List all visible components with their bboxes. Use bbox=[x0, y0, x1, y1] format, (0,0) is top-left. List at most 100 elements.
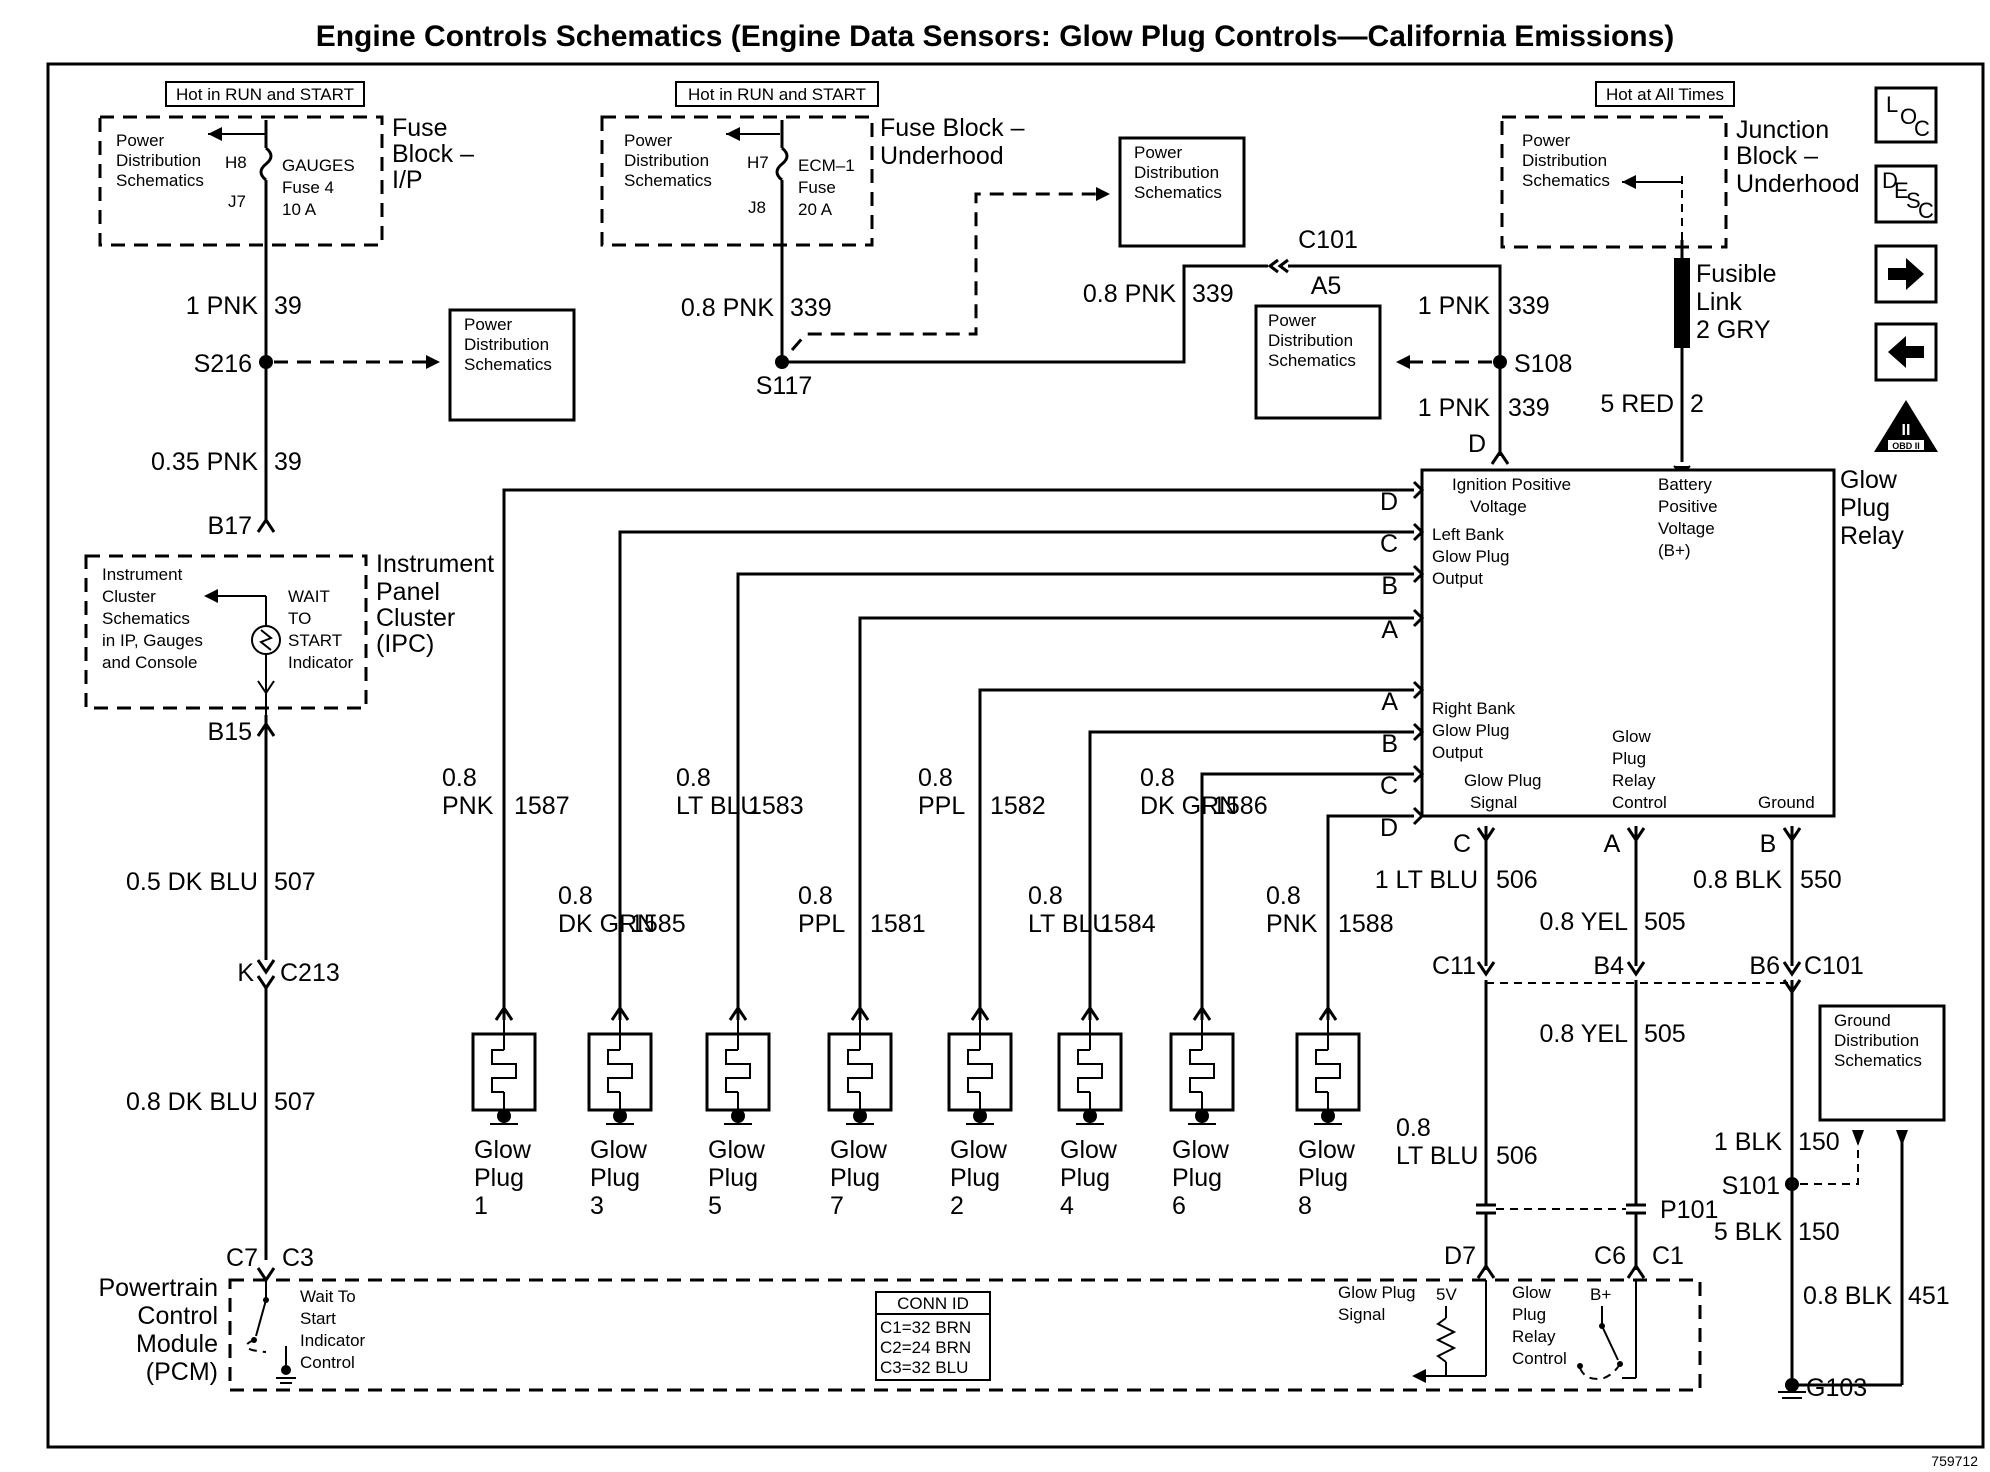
previous-page-button[interactable] bbox=[1874, 322, 1938, 382]
wire-339-a-label: 0.8 PNK 339 bbox=[681, 294, 832, 322]
hot-label-mid: Hot in RUN and START bbox=[675, 81, 879, 107]
splice-s108-label: S108 bbox=[1514, 350, 1572, 378]
power-dist-box-s216[interactable]: Power Distribution Schematics bbox=[448, 308, 576, 422]
svg-text:Indicator: Indicator bbox=[300, 1331, 366, 1350]
svg-text:Fuse: Fuse bbox=[392, 114, 448, 142]
svg-text:Distribution: Distribution bbox=[1134, 163, 1219, 182]
svg-text:Distribution: Distribution bbox=[1268, 331, 1353, 350]
connector-c213-label: C213 bbox=[280, 959, 340, 987]
svg-text:Hot in RUN and START: Hot in RUN and START bbox=[688, 85, 866, 104]
svg-text:CONN ID: CONN ID bbox=[897, 1294, 969, 1313]
connector-b17-label: B17 bbox=[208, 512, 252, 540]
loc-button[interactable]: L O C bbox=[1874, 86, 1938, 144]
circuit-39-507 bbox=[204, 120, 440, 1283]
svg-text:PNK: PNK bbox=[1266, 910, 1318, 938]
svg-text:Control: Control bbox=[300, 1353, 355, 1372]
power-dist-box-top[interactable]: Power Distribution Schematics bbox=[1118, 136, 1246, 248]
next-page-button[interactable] bbox=[1874, 244, 1938, 304]
svg-text:506: 506 bbox=[1496, 866, 1538, 894]
splice-s101-label: S101 bbox=[1722, 1172, 1780, 1200]
glow-plug-label: Plug bbox=[474, 1164, 524, 1192]
splice-s108-dot bbox=[1493, 355, 1507, 369]
svg-text:H7: H7 bbox=[747, 153, 769, 172]
svg-text:Block –: Block – bbox=[1736, 142, 1818, 170]
junction-block-underhood: Junction Block – Underhood Power Distrib… bbox=[1500, 115, 1860, 249]
svg-text:1 PNK: 1 PNK bbox=[186, 292, 259, 320]
svg-text:1582: 1582 bbox=[990, 792, 1046, 820]
connector-a5-label: A5 bbox=[1311, 272, 1342, 300]
plug-wire-7 bbox=[1192, 764, 1425, 1021]
svg-text:Output: Output bbox=[1432, 743, 1483, 762]
svg-text:Block –: Block – bbox=[392, 140, 474, 168]
svg-text:505: 505 bbox=[1644, 908, 1686, 936]
power-dist-box-s108[interactable]: Power Distribution Schematics bbox=[1254, 304, 1382, 420]
svg-text:ECM–1: ECM–1 bbox=[798, 156, 855, 175]
page-title: Engine Controls Schematics (Engine Data … bbox=[316, 20, 1675, 53]
plug-wire-6 bbox=[1080, 722, 1425, 1021]
svg-text:Junction: Junction bbox=[1736, 116, 1829, 144]
svg-text:Plug: Plug bbox=[1512, 1305, 1546, 1324]
wire-506-upper-label: 1 LT BLU 506 bbox=[1375, 866, 1538, 894]
splice-s101-dot bbox=[1785, 1177, 1799, 1191]
glow-plug-label: Glow bbox=[1172, 1136, 1230, 1164]
svg-text:Relay: Relay bbox=[1612, 771, 1656, 790]
svg-text:Powertrain: Powertrain bbox=[99, 1274, 219, 1302]
glow-plug-label: 8 bbox=[1298, 1192, 1312, 1220]
svg-text:5V: 5V bbox=[1436, 1285, 1457, 1304]
glow-plug-label: Plug bbox=[708, 1164, 758, 1192]
relay-pin-label: D bbox=[1380, 814, 1398, 842]
splice-s216-label: S216 bbox=[194, 350, 252, 378]
page-frame bbox=[46, 62, 1985, 1449]
svg-text:LT BLU: LT BLU bbox=[1396, 1142, 1478, 1170]
svg-text:Distribution: Distribution bbox=[116, 151, 201, 170]
svg-text:OBD II: OBD II bbox=[1892, 441, 1920, 451]
svg-text:Schematics: Schematics bbox=[1834, 1051, 1922, 1070]
svg-text:PPL: PPL bbox=[918, 792, 965, 820]
svg-text:S: S bbox=[1906, 188, 1921, 213]
svg-text:0.8 YEL: 0.8 YEL bbox=[1539, 1020, 1628, 1048]
svg-text:Right Bank: Right Bank bbox=[1432, 699, 1516, 718]
svg-text:Schematics: Schematics bbox=[102, 609, 190, 628]
desc-button[interactable]: D E S C bbox=[1874, 164, 1938, 224]
svg-text:Schematics: Schematics bbox=[624, 171, 712, 190]
glow-plug-label: Plug bbox=[1298, 1164, 1348, 1192]
svg-text:Control: Control bbox=[137, 1302, 218, 1330]
svg-text:5 BLK: 5 BLK bbox=[1714, 1218, 1782, 1246]
connector-c3-label: C3 bbox=[282, 1244, 314, 1272]
svg-text:II: II bbox=[1902, 422, 1911, 439]
svg-text:0.8 PNK: 0.8 PNK bbox=[1083, 280, 1176, 308]
ground-dist-box[interactable]: Ground Distribution Schematics bbox=[1818, 1004, 1946, 1122]
relay-pin-label: B bbox=[1381, 730, 1398, 758]
svg-text:Control: Control bbox=[1612, 793, 1667, 812]
svg-text:Glow: Glow bbox=[1612, 727, 1651, 746]
svg-text:Ground: Ground bbox=[1834, 1011, 1891, 1030]
wire-451-label: 0.8 BLK 451 bbox=[1803, 1282, 1950, 1310]
svg-text:39: 39 bbox=[274, 448, 302, 476]
svg-text:Schematics: Schematics bbox=[1522, 171, 1610, 190]
wire-339-d-label: 1 PNK 339 bbox=[1418, 394, 1550, 422]
svg-text:0.8: 0.8 bbox=[1028, 882, 1063, 910]
svg-text:507: 507 bbox=[274, 1088, 316, 1116]
svg-text:Glow Plug: Glow Plug bbox=[1432, 547, 1509, 566]
arrow-left-icon bbox=[1888, 336, 1924, 368]
svg-text:Schematics: Schematics bbox=[1268, 351, 1356, 370]
svg-text:1585: 1585 bbox=[630, 910, 686, 938]
relay-pin-label: C bbox=[1380, 530, 1398, 558]
glow-plug-label: 1 bbox=[474, 1192, 488, 1220]
svg-text:Fuse: Fuse bbox=[798, 178, 836, 197]
fusible-link: Fusible Link 2 GRY 5 RED 2 bbox=[1600, 240, 1777, 476]
obd-ii-button[interactable]: OBD II II bbox=[1874, 400, 1938, 452]
connector-p101-label: P101 bbox=[1660, 1196, 1718, 1224]
svg-text:Battery: Battery bbox=[1658, 475, 1712, 494]
svg-text:0.8: 0.8 bbox=[1396, 1114, 1431, 1142]
svg-text:C: C bbox=[1918, 198, 1934, 223]
svg-text:Schematics: Schematics bbox=[116, 171, 204, 190]
connector-c101-top-label: C101 bbox=[1298, 226, 1358, 254]
